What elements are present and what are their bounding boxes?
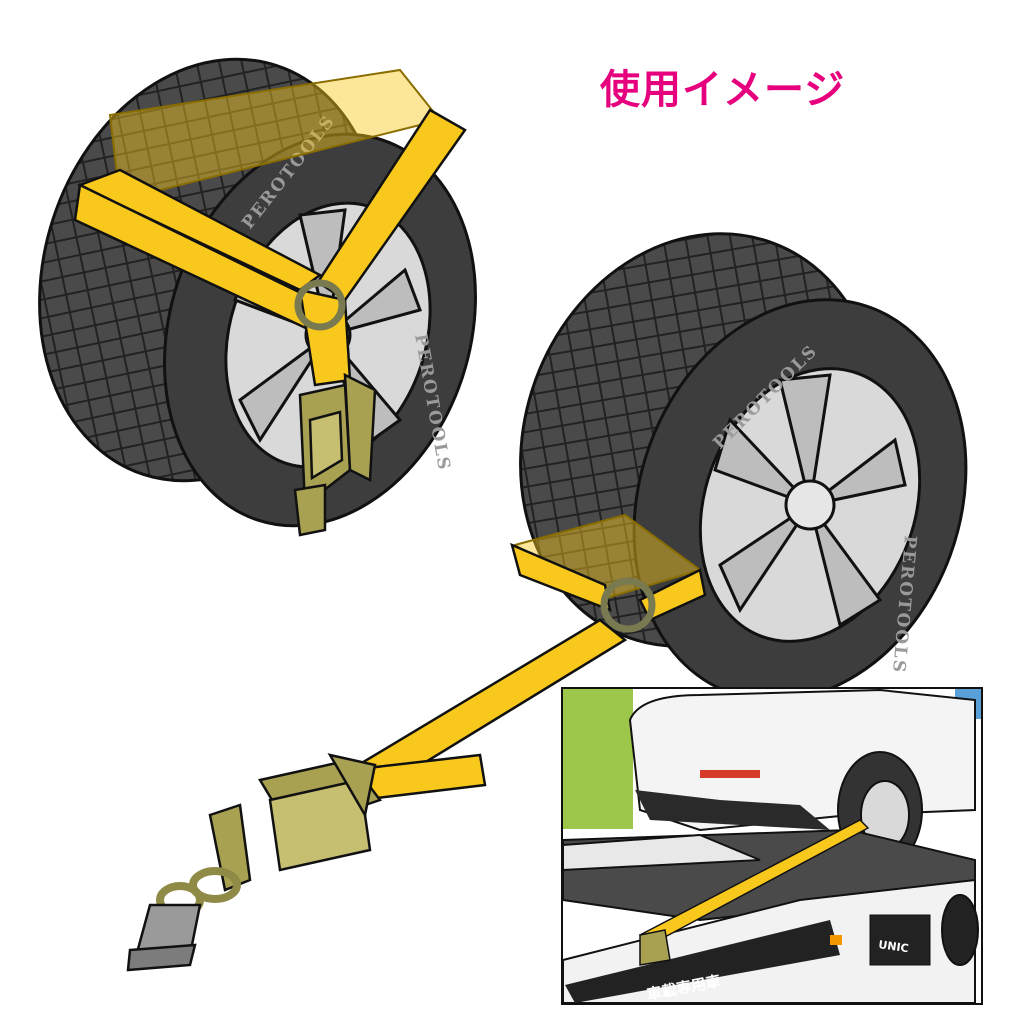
right-tire: PEROTOOLS PEROTOOLS — [519, 232, 968, 702]
right-hook — [126, 867, 241, 972]
inset-truck-brand: UNIC — [878, 938, 910, 955]
page-title: 使用イメージ — [600, 67, 846, 113]
right-strap — [347, 513, 707, 802]
right-ratchet-buckle — [208, 753, 383, 892]
left-ratchet-buckle — [293, 372, 377, 537]
left-strap — [73, 68, 467, 387]
inset-usage-scene: 車載専用車 UNIC — [561, 687, 983, 1005]
